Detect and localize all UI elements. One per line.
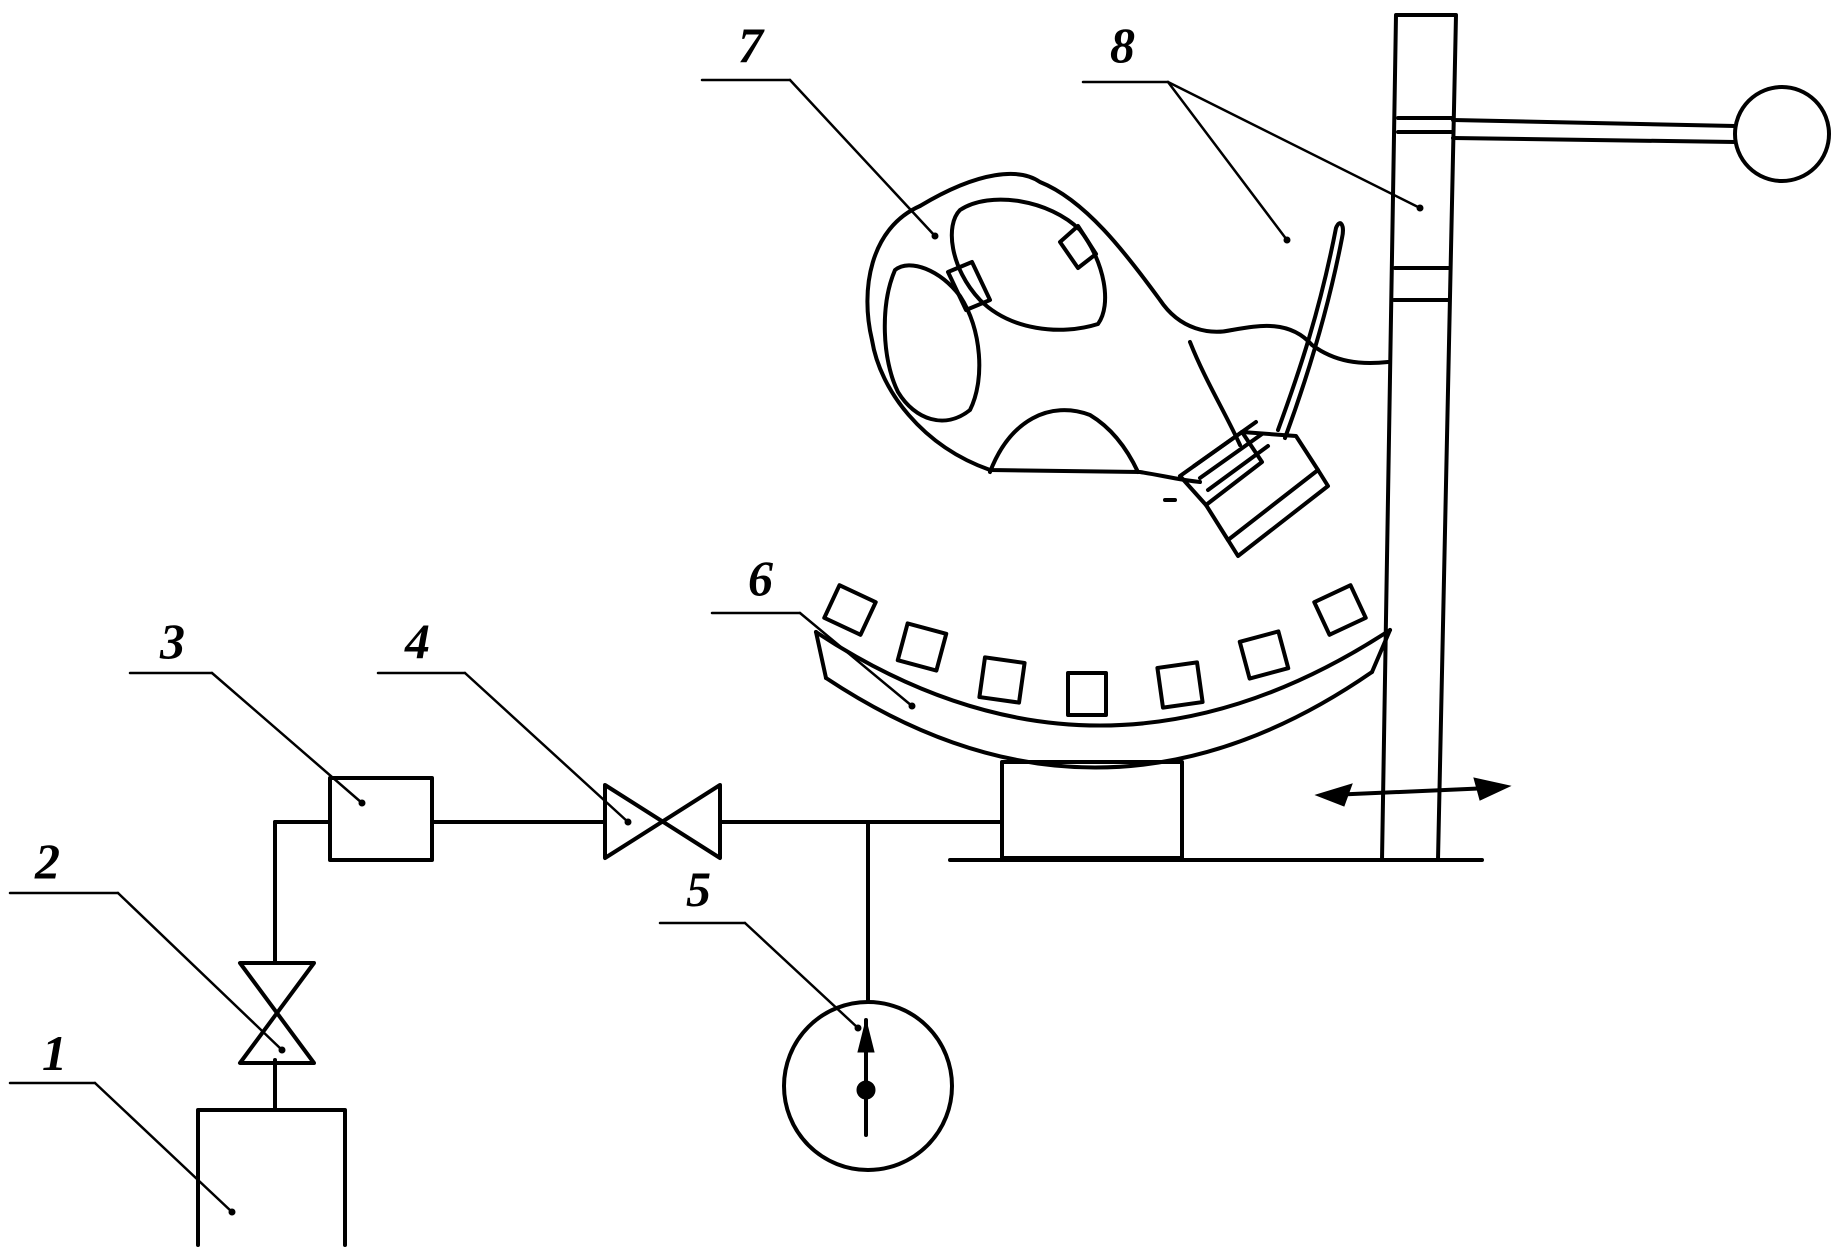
label-5: 5: [686, 861, 711, 917]
needle-valve: [603, 783, 1004, 860]
label-4: 4: [404, 613, 430, 669]
swing-arrow: [1314, 777, 1512, 807]
label-1: 1: [42, 1025, 67, 1081]
nozzle-manifold: [814, 583, 1392, 860]
callout-3: 3: [128, 613, 366, 807]
label-3: 3: [159, 613, 185, 669]
callout-7: 7: [700, 17, 939, 240]
callout-6: 6: [710, 550, 916, 710]
regulator-box: [273, 776, 607, 862]
cylinder-valve: [238, 820, 316, 1065]
label-8: 8: [1110, 17, 1135, 73]
gas-mask: [865, 172, 1390, 558]
callout-8: 8: [1081, 17, 1424, 244]
callout-4: 4: [376, 613, 632, 826]
pressure-gauge: [782, 820, 954, 1172]
label-7: 7: [738, 17, 765, 73]
callout-1: 1: [8, 1025, 236, 1216]
callout-2: 2: [8, 833, 286, 1054]
label-6: 6: [748, 550, 773, 606]
nozzle-outlets: [822, 583, 1368, 717]
callout-5: 5: [658, 861, 862, 1032]
label-2: 2: [34, 833, 60, 889]
vertical-stand: [1380, 13, 1831, 862]
gas-cylinder: [196, 1058, 347, 1247]
